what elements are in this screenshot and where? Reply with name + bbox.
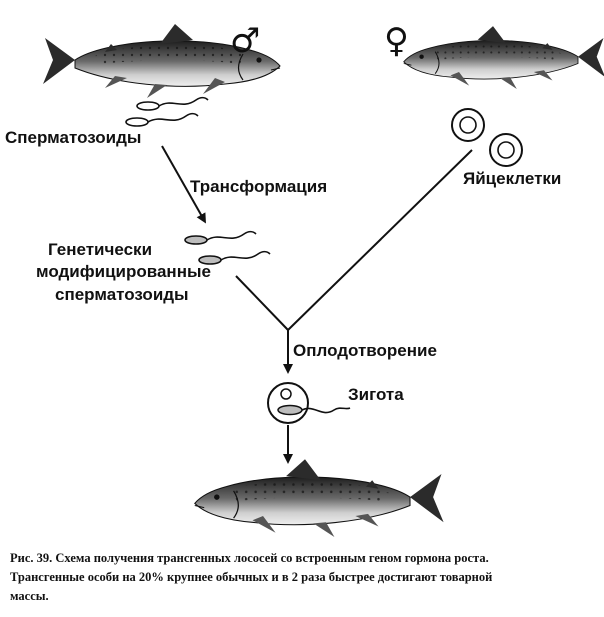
sperm-cell-icon (184, 230, 257, 245)
sperm-cell-icon (136, 96, 209, 111)
zygote-icon (267, 382, 351, 424)
gm-sperm-label-line1: Генетически (48, 240, 152, 259)
egg-path-line (287, 149, 473, 331)
eggs-label: Яйцеклетки (463, 169, 561, 188)
sperm-label: Сперматозоиды (5, 128, 141, 147)
female-salmon-icon (403, 25, 604, 90)
zygote-label: Зигота (348, 385, 404, 404)
caption-line-3: массы. (10, 589, 49, 603)
gm-sperm-label-line2: модифицированные (36, 262, 211, 281)
transgenic-salmon-diagram: ♂ ♀ Сперматозоиды Трансформация Яйцеклет… (5, 21, 604, 538)
transformation-arrow (161, 145, 206, 224)
figure-caption: Рис. 39. Схема получения трансгенных лос… (10, 549, 598, 606)
sperm-cell-icon (125, 112, 199, 127)
male-symbol: ♂ (230, 21, 260, 61)
gm-sperm-cells (184, 230, 271, 265)
gm-sperm-label-line3: сперматозоиды (55, 285, 189, 304)
transgenic-salmon-icon (194, 458, 445, 538)
egg-cell-icon (489, 133, 523, 167)
female-symbol: ♀ (384, 21, 409, 61)
sperm-cell-icon (198, 250, 271, 265)
sperm-cells (125, 96, 209, 127)
egg-cells (451, 108, 523, 167)
egg-cell-icon (451, 108, 485, 142)
fertilization-label: Оплодотворение (293, 341, 437, 360)
transformation-label: Трансформация (190, 177, 327, 196)
sperm-path-line (235, 275, 289, 331)
caption-line-2: Трансгенные особи на 20% крупнее обычных… (10, 570, 493, 584)
caption-line-1: Рис. 39. Схема получения трансгенных лос… (10, 551, 489, 565)
